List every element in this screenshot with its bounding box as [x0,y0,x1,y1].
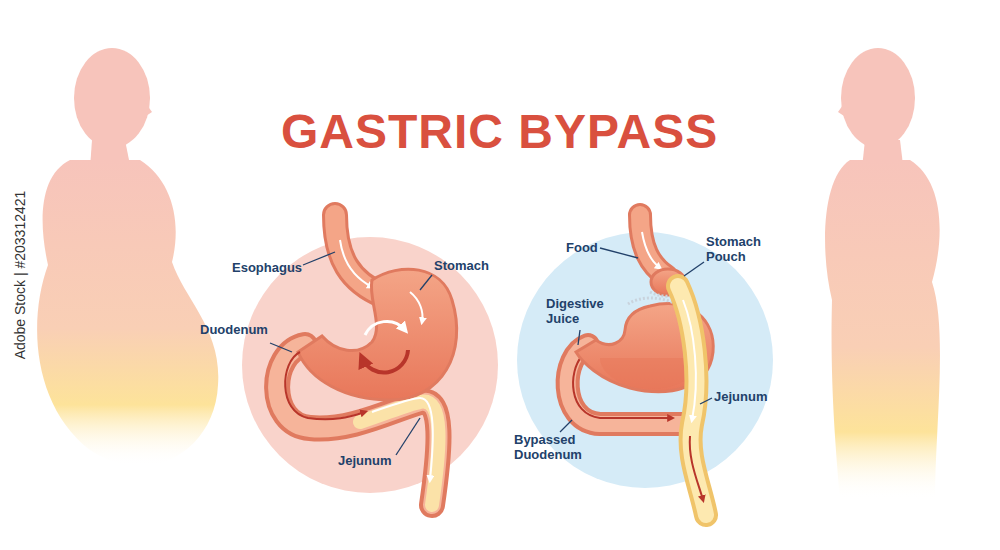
person-after [825,48,940,500]
watermark: Adobe Stock | #203312421 [12,191,28,360]
callout-label: Digestive Juice [546,296,608,326]
diagram-title: GASTRIC BYPASS [281,104,718,159]
organ-label: Stomach [434,258,489,273]
leader-lines [270,248,712,455]
callout-label: Food [566,240,598,255]
bypass-stomach [568,215,714,515]
organ-label: Duodenum [200,322,268,337]
person-before [37,48,218,466]
organ-label: Stomach Pouch [706,234,768,264]
organ-label: Esophagus [232,260,302,275]
organ-label: Bypassed Duodenum [514,432,586,462]
organ-label: Jejunum [714,389,767,404]
normal-stomach [277,215,457,505]
organ-label: Jejunum [338,453,391,468]
